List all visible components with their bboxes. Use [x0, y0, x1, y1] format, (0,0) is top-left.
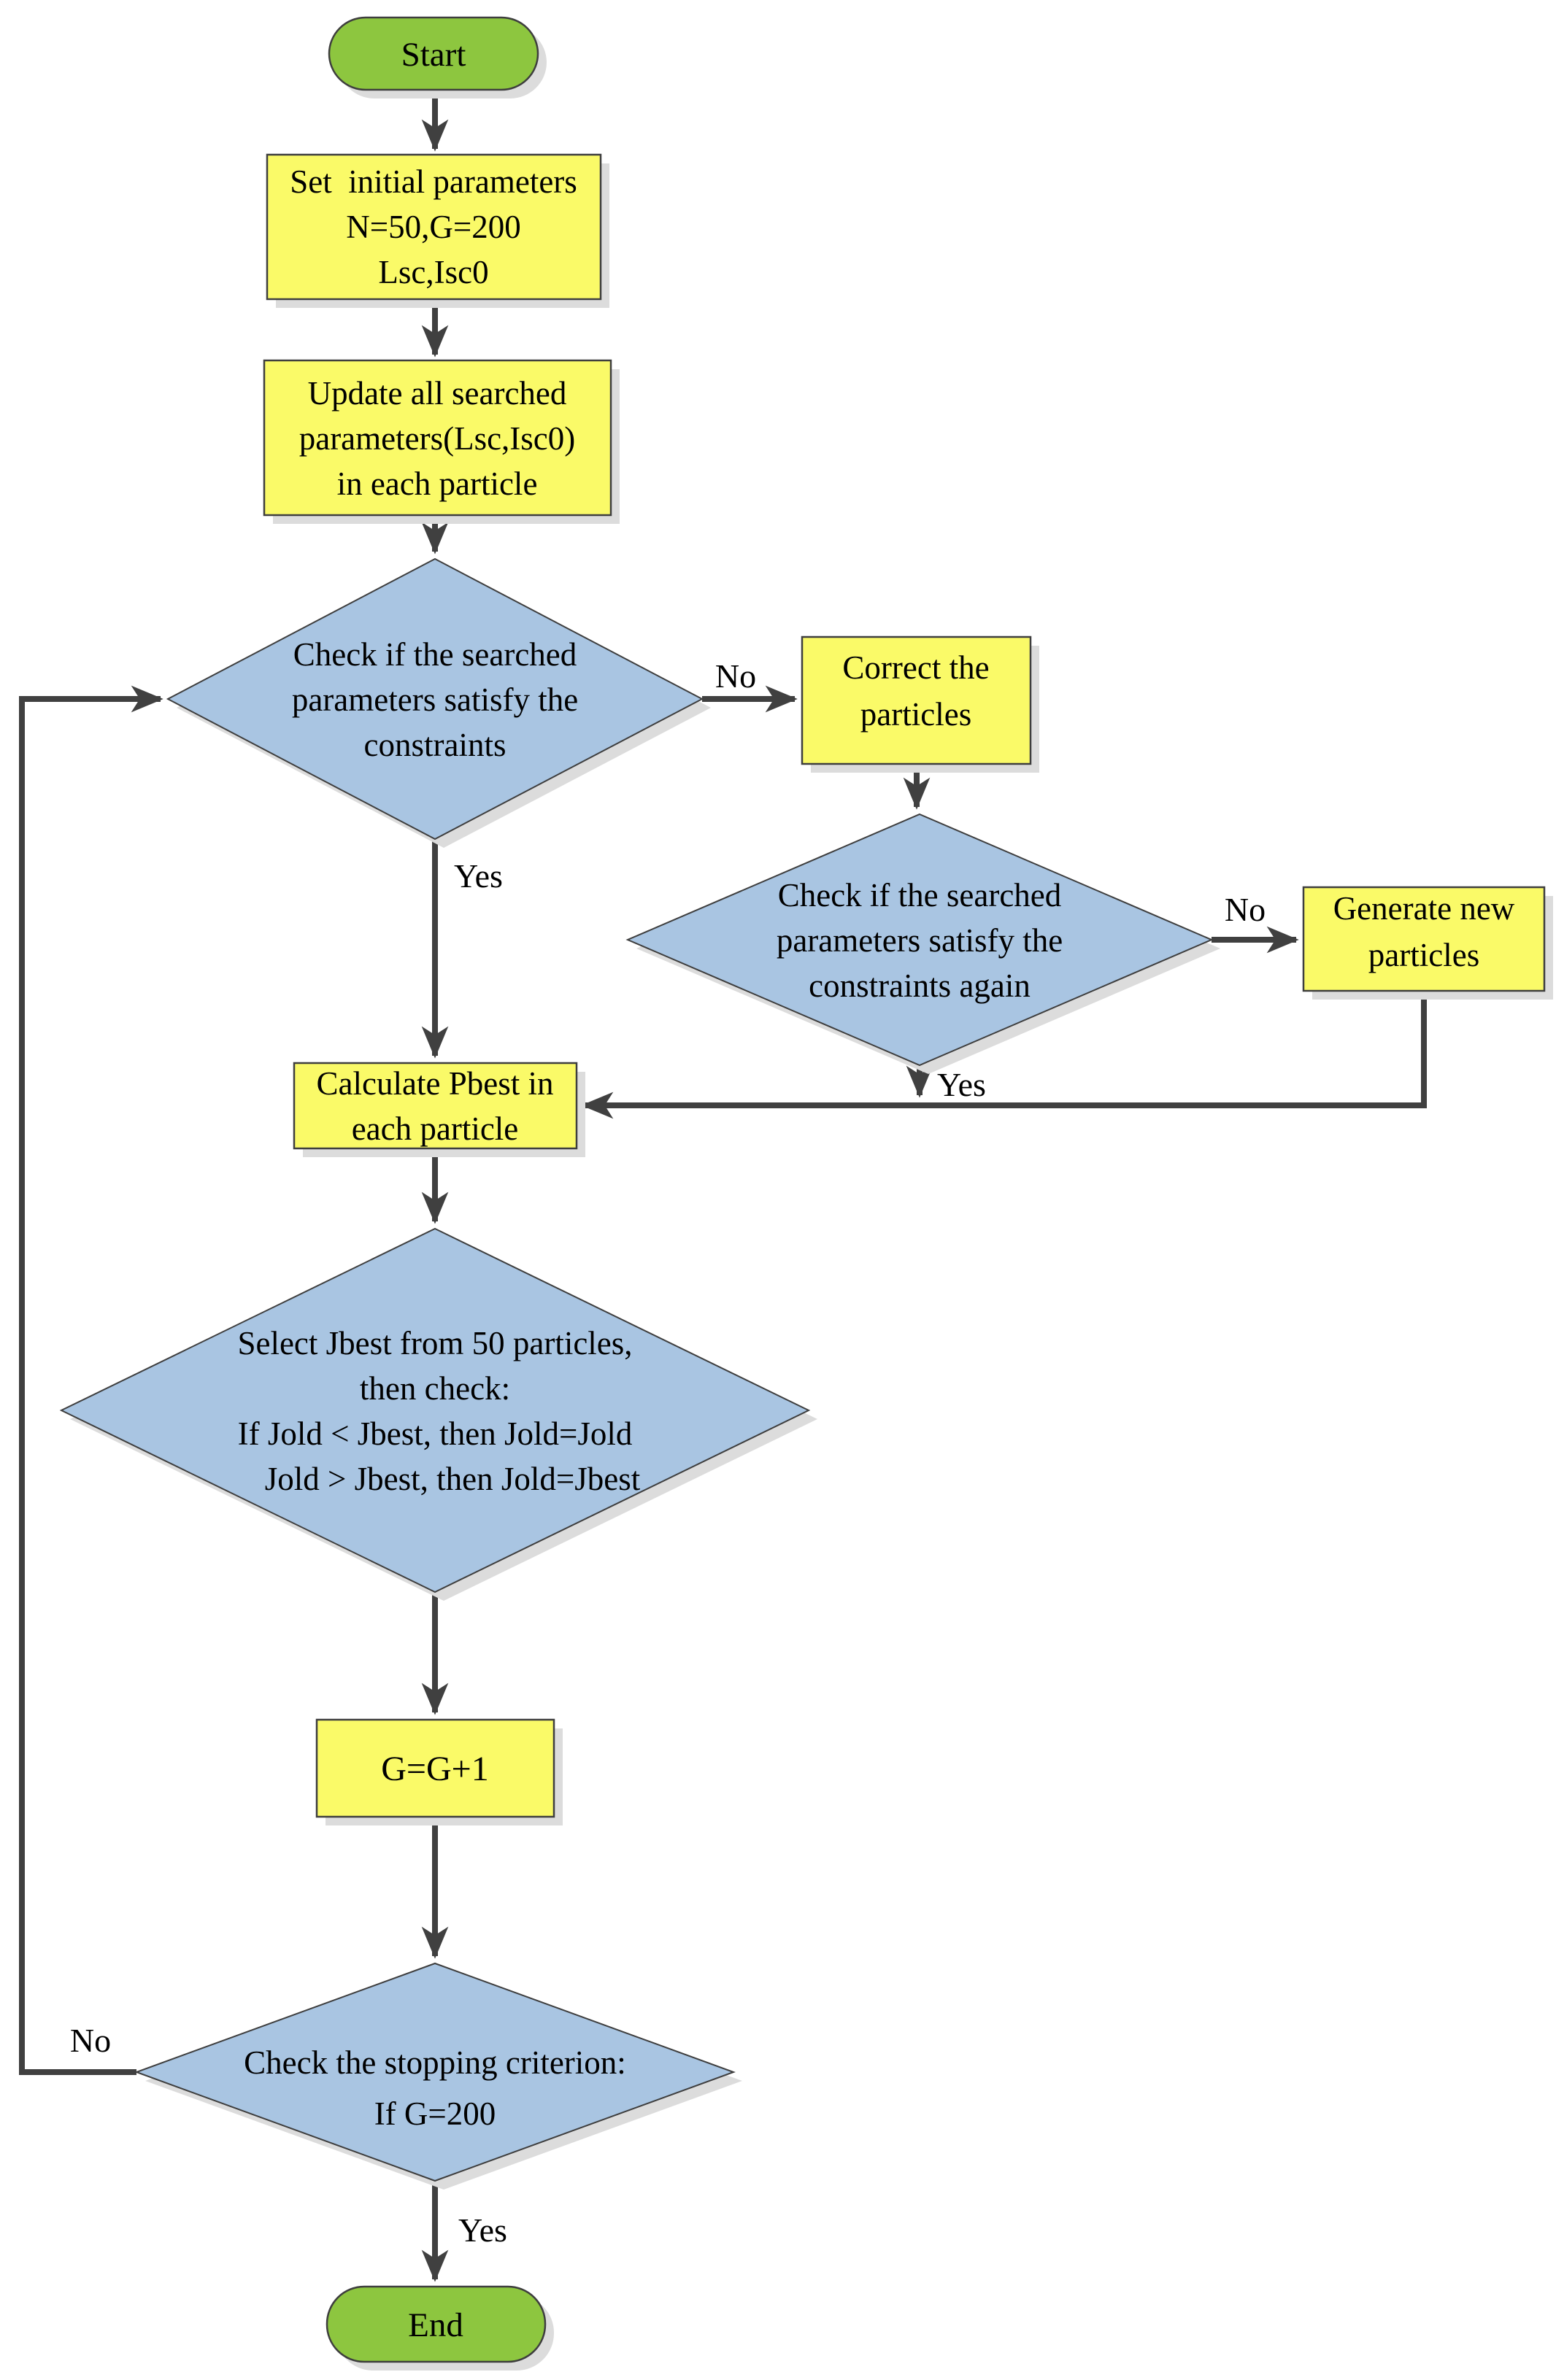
node-check-constraints: Check if the searched parameters satisfy… [166, 557, 711, 848]
node-text-line: Generate new [1333, 890, 1515, 927]
node-set-initial-parameters: Set initial parameters N=50,G=200 Lsc,Is… [266, 153, 609, 308]
node-text-line: Check if the searched [778, 877, 1062, 913]
node-calculate-pbest: Calculate Pbest in each particle [293, 1062, 585, 1157]
node-text-line: N=50,G=200 [346, 209, 521, 245]
node-text-line: If G=200 [374, 2095, 496, 2132]
decision-shape [59, 1227, 811, 1593]
decision-shape [134, 1962, 736, 2182]
node-text-line: Calculate Pbest in [317, 1065, 554, 1102]
node-generate-new-particles: Generate new particles [1302, 886, 1553, 1000]
node-select-jbest: Select Jbest from 50 particles, then che… [59, 1227, 817, 1601]
node-text-line: Select Jbest from 50 particles, [237, 1325, 632, 1361]
node-text-line: in each particle [337, 465, 538, 502]
node-text-line: Set initial parameters [290, 163, 577, 200]
node-text-line: particles [860, 696, 971, 733]
process-shape [293, 1062, 578, 1150]
connectors [19, 90, 1427, 2282]
node-text-line: Check the stopping criterion: [244, 2044, 626, 2081]
decision-shape [625, 813, 1214, 1067]
node-text-line: End [408, 2306, 463, 2344]
label-check1-no: No [715, 657, 756, 695]
node-text-line: each particle [352, 1110, 519, 1147]
process-shape [801, 635, 1032, 765]
terminator-shape [326, 2285, 547, 2363]
branch-labels: No Yes No Yes No Yes [70, 657, 1266, 2249]
node-end: End [326, 2285, 554, 2371]
process-shape [315, 1718, 555, 1818]
label-check2-yes: Yes [937, 1066, 986, 1103]
process-shape [263, 359, 612, 517]
node-text-line: G=G+1 [381, 1750, 488, 1788]
node-increment-generation: G=G+1 [315, 1718, 563, 1825]
node-text-line: Lsc,Isc0 [378, 254, 488, 290]
node-text-line: parameters(Lsc,Isc0) [299, 420, 576, 457]
node-text-line: then check: [360, 1370, 510, 1407]
node-check-constraints-again: Check if the searched parameters satisfy… [625, 813, 1220, 1074]
node-text-line: parameters satisfy the [292, 681, 578, 718]
node-check-stopping-criterion: Check the stopping criterion: If G=200 [134, 1962, 742, 2190]
label-check1-yes: Yes [454, 857, 503, 895]
arrow-generate-return [581, 991, 1427, 1119]
terminator-shape [328, 16, 539, 91]
node-text-line: constraints again [809, 967, 1031, 1004]
label-check2-no: No [1225, 891, 1266, 928]
node-start: Start [328, 16, 547, 98]
label-stop-yes: Yes [458, 2211, 507, 2249]
decision-shape [166, 557, 704, 841]
node-text-line: constraints [364, 727, 507, 763]
node-text-line: Update all searched [308, 375, 567, 412]
node-text-line: If Jold < Jbest, then Jold=Jold [238, 1415, 633, 1452]
node-text-line: Jold > Jbest, then Jold=Jbest [265, 1461, 641, 1497]
process-shape [1302, 886, 1546, 992]
node-text-line: parameters satisfy the [777, 922, 1063, 959]
arrow-stop-no-loop [19, 685, 163, 2075]
process-shape [266, 153, 602, 301]
node-text-line: particles [1368, 937, 1479, 973]
node-correct-particles: Correct the particles [801, 635, 1039, 773]
node-text-line: Start [401, 36, 466, 74]
label-stop-no: No [70, 2022, 111, 2059]
node-text-line: Correct the [842, 649, 989, 686]
node-update-parameters: Update all searched parameters(Lsc,Isc0)… [263, 359, 620, 524]
node-text-line: Check if the searched [293, 636, 577, 673]
